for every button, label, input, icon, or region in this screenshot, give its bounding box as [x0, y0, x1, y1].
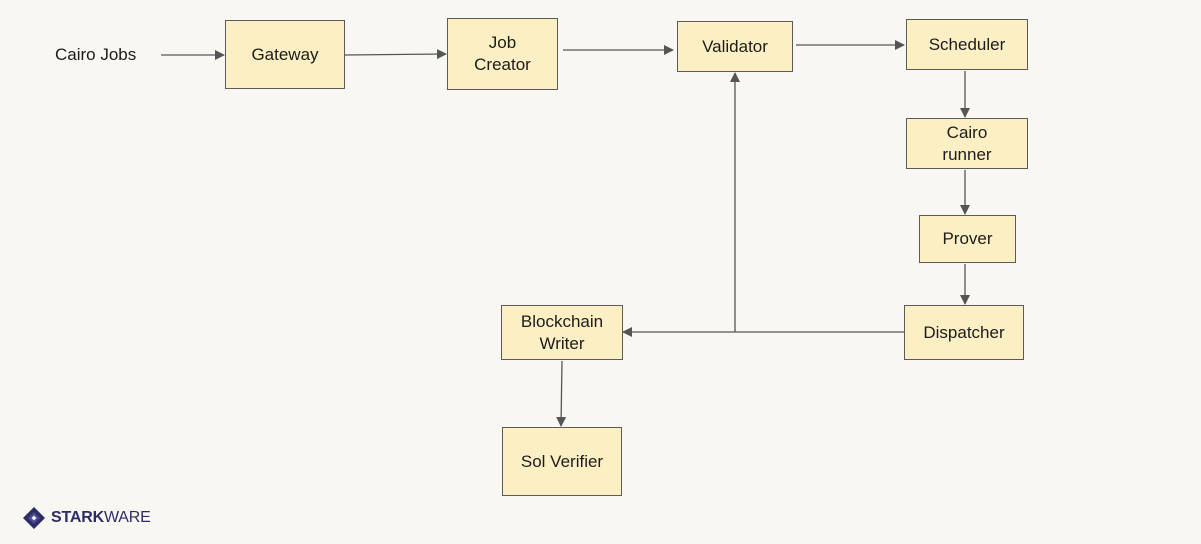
node-scheduler: Scheduler — [906, 19, 1028, 70]
node-prover: Prover — [919, 215, 1016, 263]
node-validator: Validator — [677, 21, 793, 72]
starkware-logo-icon — [23, 507, 45, 529]
source-label-cairo-jobs: Cairo Jobs — [55, 45, 137, 64]
edge-gateway-to-job-creator — [344, 49, 447, 60]
node-job-creator: Job Creator — [447, 18, 558, 90]
node-blockchain-writer: Blockchain Writer — [501, 305, 623, 360]
node-cairo-runner: Cairo runner — [906, 118, 1028, 169]
starkware-wordmark: STARKWARE — [51, 509, 151, 527]
starkware-logo: STARKWARE — [22, 505, 151, 531]
wordmark-stark: STARK — [51, 509, 104, 526]
node-sol-verifier: Sol Verifier — [502, 427, 622, 496]
node-dispatcher: Dispatcher — [904, 305, 1024, 360]
wordmark-ware: WARE — [103, 509, 151, 526]
node-gateway: Gateway — [225, 20, 345, 89]
edge-blockchain-writer-to-sol-verifier — [556, 360, 567, 427]
